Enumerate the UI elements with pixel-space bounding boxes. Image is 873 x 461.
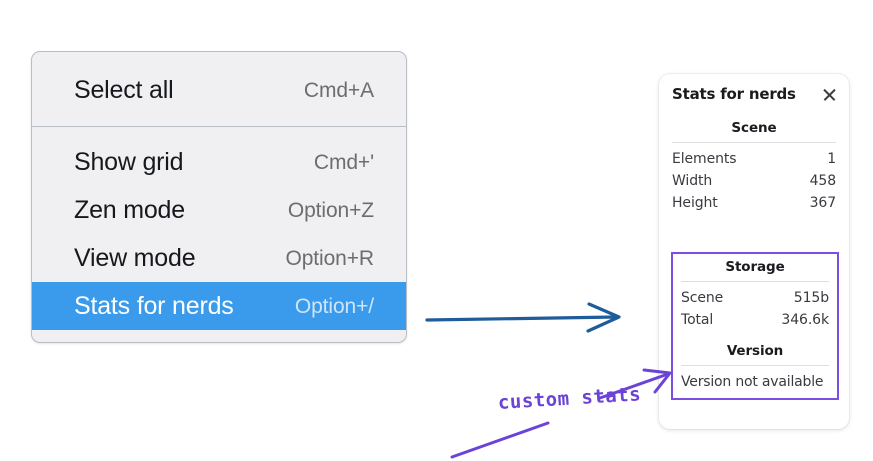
stats-row-storage-scene: Scene 515b [681,287,829,309]
stats-row-key: Elements [672,151,737,167]
stats-row-key: Scene [681,290,724,306]
context-menu[interactable]: Select all Cmd+A Show grid Cmd+' Zen mod… [31,51,407,343]
section-rule [681,281,829,282]
menu-item-zen-mode[interactable]: Zen mode Option+Z [32,186,406,234]
stats-row-elements: Elements 1 [672,148,836,170]
stats-panel-titlebar: Stats for nerds [659,74,849,103]
stats-row-width: Width 458 [672,170,836,192]
menu-item-shortcut: Option+R [285,246,374,270]
menu-item-stats-for-nerds[interactable]: Stats for nerds Option+/ [32,282,406,330]
menu-item-shortcut: Option+Z [287,198,374,222]
menu-item-label: Select all [74,75,174,104]
menu-item-label: Zen mode [74,195,185,224]
stats-row-key: Height [672,195,718,212]
stats-row-value: 1 [827,151,836,167]
section-heading-version: Version [726,343,784,360]
menu-divider [32,126,406,127]
callout-underline-purple [450,421,550,459]
callout-label-custom-stats: custom stats [497,383,642,414]
stats-for-nerds-panel: Stats for nerds Scene Elements 1 Width 4… [659,74,849,429]
close-icon[interactable] [821,86,838,103]
stats-section-scene: Scene Elements 1 Width 458 Height 367 [672,103,836,214]
stats-row-height: Height 367 [672,192,836,214]
menu-item-view-mode[interactable]: View mode Option+R [32,234,406,282]
stats-row-value: 367 [809,195,837,212]
stats-row-key: Total [681,312,714,329]
menu-item-shortcut: Option+/ [294,294,374,318]
context-menu-group-1: Select all Cmd+A [32,52,406,126]
section-rule [672,142,836,143]
section-heading-storage: Storage [725,259,785,275]
menu-item-select-all[interactable]: Select all Cmd+A [32,66,406,114]
flow-arrow-blue [425,302,621,333]
menu-item-shortcut: Cmd+A [303,78,374,102]
context-menu-group-2: Show grid Cmd+' Zen mode Option+Z View m… [32,127,406,342]
section-heading-scene: Scene [731,120,777,136]
stats-section-storage: Storage Scene 515b Total 346.6k [681,259,829,331]
stats-row-value: 515b [793,290,829,306]
stats-section-version: Version Version not available [681,343,829,392]
stats-panel-title: Stats for nerds [672,85,796,103]
menu-item-label: Show grid [74,147,184,176]
stats-row-storage-total: Total 346.6k [681,309,829,331]
version-note: Version not available [681,374,824,391]
stats-panel-body: Scene Elements 1 Width 458 Height 367 [659,103,849,214]
section-rule [681,365,829,367]
stats-row-key: Width [672,173,713,190]
menu-item-shortcut: Cmd+' [313,150,374,174]
menu-item-show-grid[interactable]: Show grid Cmd+' [32,138,406,186]
custom-stats-region: Storage Scene 515b Total 346.6k Version … [671,252,839,401]
stats-row-value: 458 [809,173,837,190]
stats-row-value: 346.6k [781,312,829,329]
menu-item-label: View mode [74,243,196,272]
menu-item-label: Stats for nerds [74,291,234,320]
